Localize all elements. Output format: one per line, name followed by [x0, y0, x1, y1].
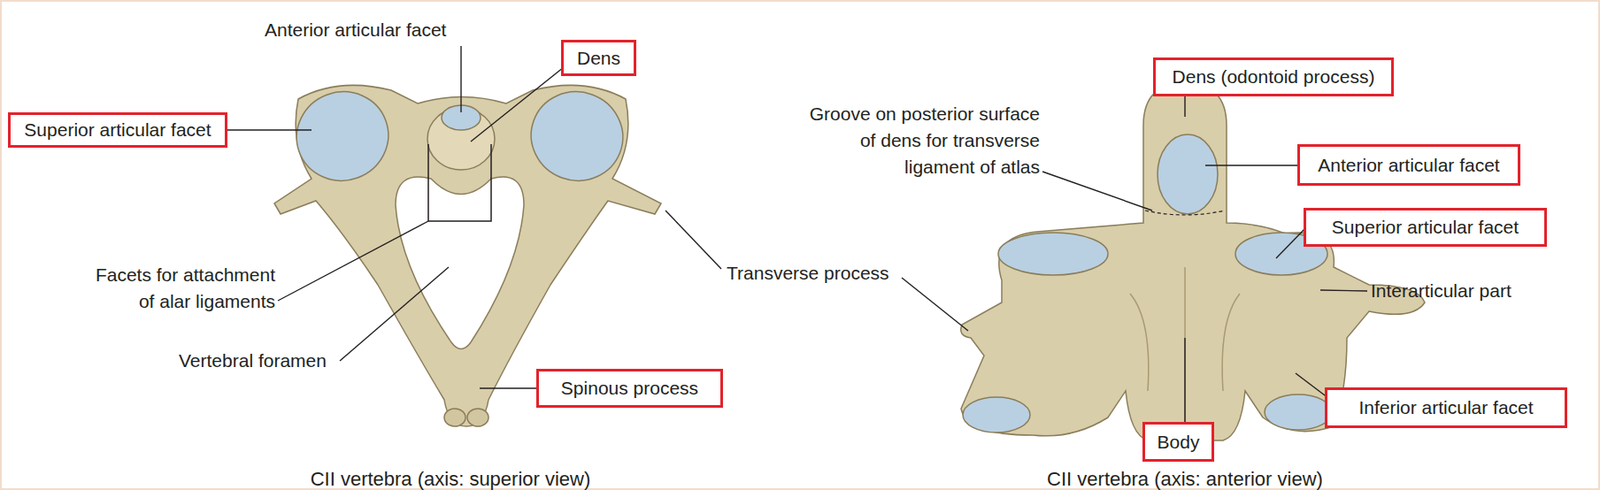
label-box: Anterior articular facet: [1297, 144, 1521, 186]
leader-line: [1184, 96, 1185, 117]
label-box: Body: [1142, 422, 1215, 462]
part-label: Interarticular part: [1370, 277, 1512, 305]
leader-line: [665, 210, 722, 270]
part-label: Vertebral foramen: [178, 347, 327, 375]
leader-line: [227, 129, 312, 131]
leader-line: [1295, 373, 1329, 399]
part-label: Groove on posterior surface of dens for …: [799, 100, 1040, 181]
leader-line: [1320, 290, 1368, 292]
articular-facet: [998, 232, 1108, 276]
leader-line: [460, 46, 462, 113]
leader-line: [470, 63, 569, 142]
leader-line: [277, 221, 429, 301]
part-name: Dens: [576, 47, 621, 70]
leader-line: [901, 277, 969, 331]
articular-facet: [962, 397, 1031, 433]
part-name: Dens (odontoid process): [1172, 66, 1376, 88]
label-box: Superior articular facet: [1303, 207, 1547, 247]
part-name: Superior articular facet: [23, 119, 211, 141]
articular-facet: [1264, 394, 1332, 431]
leader-line: [1184, 338, 1185, 423]
leader-line: [1205, 164, 1298, 166]
part-name: Spinous process: [561, 377, 699, 400]
leader-line: [1042, 171, 1153, 211]
leader-lines: [227, 46, 1368, 423]
groove-line: [1145, 210, 1225, 216]
part-name: Anterior articular facet: [1317, 154, 1500, 177]
part-label: Transverse process: [726, 260, 890, 287]
vertebral-foramen: [395, 176, 524, 350]
leader-line: [479, 387, 537, 389]
bracket: [428, 144, 492, 222]
label-box: Dens: [561, 39, 637, 77]
leader-line: [339, 267, 449, 362]
articular-facet: [1157, 134, 1218, 215]
articular-facet: [284, 78, 401, 194]
spinous-tip: [467, 408, 489, 427]
part-label: Facets for attachment of alar ligaments: [87, 261, 276, 316]
caption: CII vertebra (axis: anterior view): [1007, 466, 1362, 490]
leader-line: [1276, 227, 1307, 259]
label-box: Superior articular facet: [7, 112, 228, 148]
body-ridge: [1184, 267, 1186, 436]
caption: CII vertebra (axis: superior view): [273, 466, 628, 490]
part-name: Inferior articular facet: [1358, 397, 1533, 419]
part-name: Superior articular facet: [1331, 216, 1519, 239]
articular-facet: [518, 78, 636, 194]
label-box: Spinous process: [536, 369, 724, 408]
part-label: Anterior articular facet: [264, 16, 447, 44]
label-box: Dens (odontoid process): [1153, 57, 1394, 97]
spinous-tip: [444, 408, 466, 427]
part-name: Body: [1157, 431, 1200, 454]
label-box: Inferior articular facet: [1324, 387, 1568, 429]
